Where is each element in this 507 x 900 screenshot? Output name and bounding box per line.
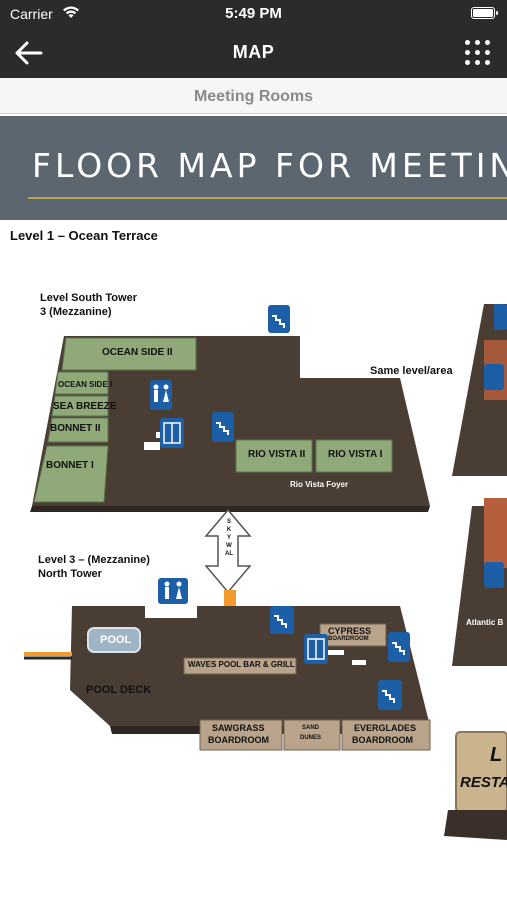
floor-map[interactable]: Level 1 – Ocean Terrace Level South Towe… bbox=[0, 220, 507, 900]
north-tower-label-2: North Tower bbox=[38, 568, 102, 580]
room-label-ocean-side-i[interactable]: OCEAN SIDE I bbox=[58, 380, 113, 389]
map-heading: Level 1 – Ocean Terrace bbox=[10, 228, 158, 243]
room-rio-vista-ii bbox=[235, 439, 313, 473]
room-label-rio-vista-i[interactable]: RIO VISTA I bbox=[328, 449, 383, 460]
rio-vista-foyer-label: Rio Vista Foyer bbox=[290, 480, 349, 489]
status-bar: Carrier 5:49 PM bbox=[0, 0, 507, 28]
room-sea-breeze bbox=[51, 395, 109, 417]
room-label-waves-pool-bar[interactable]: WAVES POOL BAR & GRILL bbox=[188, 660, 295, 669]
room-label-bonnet-i[interactable]: BONNET I bbox=[46, 460, 94, 471]
room-label-pool[interactable]: POOL bbox=[100, 634, 132, 646]
room-label-everglades[interactable]: EVERGLADES bbox=[354, 723, 417, 733]
room-label-rio-vista-ii[interactable]: RIO VISTA II bbox=[248, 449, 306, 460]
room-label-sawgrass-sub: BOARDROOM bbox=[208, 735, 269, 745]
floor-map-drawing bbox=[24, 304, 507, 840]
room-label-sand[interactable]: SAND bbox=[302, 725, 320, 731]
banner-text: FLOOR MAP FOR MEETING bbox=[32, 146, 507, 185]
room-ocean-side-ii bbox=[61, 337, 197, 371]
restroom-icon bbox=[158, 578, 188, 604]
pool-shape bbox=[87, 627, 141, 653]
carrier-label: Carrier bbox=[10, 6, 53, 22]
grid-menu-icon[interactable] bbox=[465, 40, 491, 66]
south-tower-label-1: Level South Tower bbox=[40, 292, 137, 304]
arrow-left-icon[interactable] bbox=[14, 39, 44, 67]
room-waves-pool-bar bbox=[183, 657, 297, 675]
room-label-bonnet-ii[interactable]: BONNET II bbox=[50, 423, 101, 434]
room-sand-dunes bbox=[283, 719, 341, 751]
restaurant-label-line1: L bbox=[490, 744, 503, 766]
banner-divider bbox=[28, 197, 507, 199]
room-bonnet-i bbox=[33, 445, 109, 503]
room-rio-vista-i bbox=[315, 439, 393, 473]
room-label-atlantic[interactable]: Atlantic B bbox=[466, 618, 504, 627]
skywalk-label: SKYWAL bbox=[225, 519, 233, 557]
room-ocean-side-i bbox=[54, 371, 109, 395]
same-level-label: Same level/area bbox=[370, 365, 453, 377]
stairs-icon bbox=[494, 304, 507, 330]
battery-icon bbox=[471, 7, 498, 19]
room-bonnet-ii bbox=[47, 417, 109, 443]
room-label-sea-breeze[interactable]: SEA BREEZE bbox=[53, 401, 117, 412]
room-label-pool-deck[interactable]: POOL DECK bbox=[86, 684, 152, 696]
room-label-ocean-side-ii[interactable]: OCEAN SIDE II bbox=[102, 347, 173, 358]
room-label-everglades-sub: BOARDROOM bbox=[352, 735, 413, 745]
wifi-icon bbox=[63, 6, 79, 18]
section-title: Meeting Rooms bbox=[0, 78, 507, 114]
floor-map-banner: FLOOR MAP FOR MEETING bbox=[0, 116, 507, 220]
south-tower-label-2: 3 (Mezzanine) bbox=[40, 306, 112, 318]
elevator-icon bbox=[484, 364, 504, 390]
restroom-icon bbox=[150, 380, 172, 410]
page-title: MAP bbox=[232, 42, 275, 62]
room-label-dunes: DUNES bbox=[300, 735, 322, 741]
room-label-cypress-sub: BOARDROOM bbox=[328, 636, 369, 642]
room-sawgrass bbox=[199, 719, 283, 751]
room-label-sawgrass[interactable]: SAWGRASS bbox=[212, 723, 265, 733]
room-everglades bbox=[341, 719, 431, 751]
elevator-icon bbox=[484, 562, 504, 588]
north-tower-label-1: Level 3 – (Mezzanine) bbox=[38, 554, 150, 566]
room-label-cypress[interactable]: CYPRESS bbox=[328, 626, 372, 636]
clock: 5:49 PM bbox=[225, 5, 282, 22]
nav-bar: MAP bbox=[0, 28, 507, 78]
restaurant-label-line2: RESTA bbox=[460, 774, 507, 791]
